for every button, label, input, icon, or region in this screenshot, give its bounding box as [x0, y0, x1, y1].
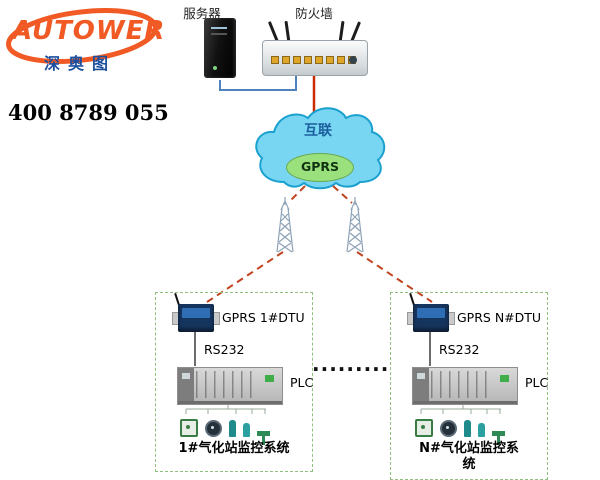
plc-io-slots: [431, 371, 491, 398]
field-instrument-icons: [415, 413, 525, 445]
transmitter-icon: [464, 420, 471, 437]
server-label: 服务器: [183, 6, 221, 21]
station-system-label: N#气化站监控系统: [419, 441, 519, 472]
meter-icon: [180, 419, 198, 437]
router-button: [349, 56, 357, 64]
gprs-dtu-device-icon: [172, 292, 220, 332]
dtu-label: GPRS 1#DTU: [222, 310, 305, 325]
server-drive-slot: [211, 33, 227, 35]
logo-ellipse-swoosh: [5, 8, 159, 64]
plc-cpu-module: [178, 368, 194, 404]
plc-rail: [178, 401, 282, 404]
brand-logo-chinese: 深奥图: [44, 54, 117, 73]
antenna-tower-icon: [346, 196, 364, 253]
phone-number: 400 8789 055: [8, 100, 169, 125]
dtu-label: GPRS N#DTU: [457, 310, 542, 325]
plc-rail: [413, 401, 517, 404]
brand-logo: AUTOWER: [12, 16, 166, 46]
plc-led: [265, 375, 274, 382]
dtu-panel: [417, 308, 445, 318]
transmitter-icon: [243, 423, 250, 437]
dtu-panel: [182, 308, 210, 318]
station-box-1: GPRS 1#DTU RS232 PLC 1#气化站监控系统: [155, 292, 313, 472]
meter-icon: [415, 419, 433, 437]
gprs-dtu-device-icon: [407, 292, 455, 332]
plc-led: [500, 375, 509, 382]
wireless-dashed-links: [206, 185, 433, 303]
ellipsis-separator: .........: [312, 352, 390, 376]
firewall-router-icon: [262, 20, 368, 76]
plc-label: PLC: [525, 375, 549, 390]
station-system-label: 1#气化站监控系统: [178, 441, 290, 456]
router-ports: [271, 56, 356, 64]
station-box-n: GPRS N#DTU RS232 PLC N#气化站监控系统: [390, 292, 548, 480]
plc-device-icon: [412, 367, 518, 405]
firewall-label: 防火墙: [295, 6, 333, 21]
valve-icon: [257, 431, 270, 445]
plc-io-slots: [196, 371, 256, 398]
gauge-icon: [205, 420, 222, 437]
field-instrument-icons: [180, 413, 290, 445]
server-power-led: [213, 66, 217, 70]
transmitter-icon: [478, 423, 485, 437]
dtu-mount-ear: [213, 312, 220, 325]
plc-cpu-module: [413, 368, 429, 404]
plc-label: PLC: [290, 375, 314, 390]
gauge-icon: [440, 420, 457, 437]
rs232-label: RS232: [439, 342, 480, 357]
antenna-tower-icon: [276, 197, 294, 253]
server-tower-icon: [204, 18, 236, 78]
valve-icon: [492, 431, 505, 445]
transmitter-icon: [229, 420, 236, 437]
cloud-label: 互联: [304, 123, 332, 139]
dtu-mount-ear: [448, 312, 455, 325]
gprs-badge: GPRS: [286, 153, 354, 182]
server-drive-slot: [211, 27, 227, 29]
rs232-label: RS232: [204, 342, 245, 357]
plc-device-icon: [177, 367, 283, 405]
